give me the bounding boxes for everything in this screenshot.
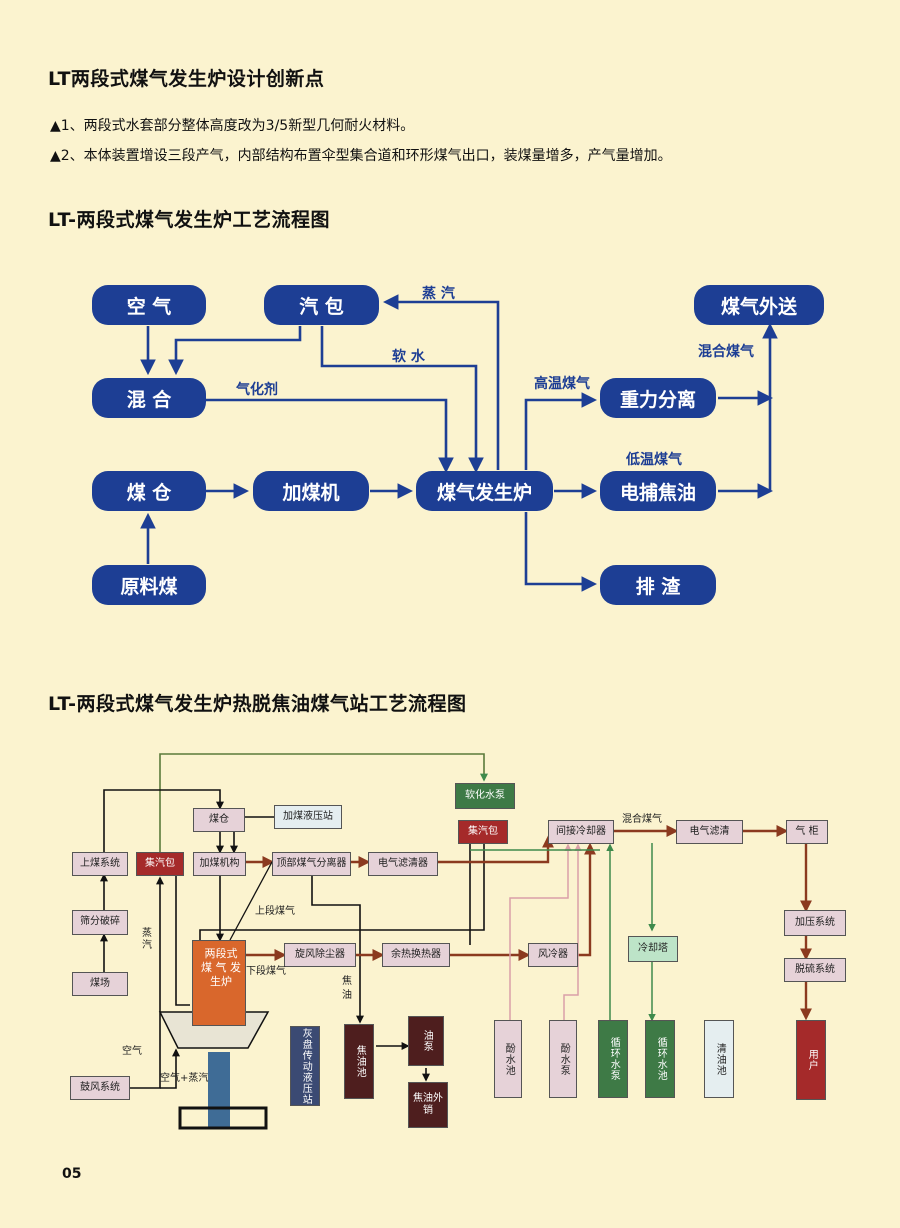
label-lower-gas: 下段煤气 <box>246 966 286 977</box>
node-steam-drum: 汽 包 <box>264 285 379 325</box>
arrow-agent <box>206 398 454 474</box>
arrow-slag <box>524 512 598 592</box>
arrow-softwater <box>320 326 484 474</box>
ash-shaft <box>208 1052 230 1128</box>
line-phenol-pool <box>509 843 572 1020</box>
box-air-cooler: 风冷器 <box>528 943 578 967</box>
section2-title: LT-两段式煤气发生炉工艺流程图 <box>48 209 331 231</box>
box-circ-pool: 循环水池 <box>645 1020 675 1098</box>
line-aircool-indirect <box>578 842 596 957</box>
box-esp2: 电气滤清器 <box>368 852 438 876</box>
node-mix: 混 合 <box>92 378 206 418</box>
box-screen: 筛分破碎 <box>72 910 128 935</box>
box-phenol-pool: 酚水池 <box>494 1020 522 1098</box>
box-top-separator: 顶部煤气分离器 <box>272 852 351 876</box>
section1-title: LT两段式煤气发生炉设计创新点 <box>48 68 325 90</box>
line-coal-sys-bin <box>103 789 224 852</box>
node-gravity: 重力分离 <box>600 378 716 418</box>
node-raw-coal: 原料煤 <box>92 565 206 605</box>
node-esp: 电捕焦油 <box>600 471 716 511</box>
box-feeder: 加煤机构 <box>193 852 246 876</box>
box-esp: 电气滤清 <box>676 820 743 844</box>
label-steam: 蒸 汽 <box>142 928 152 951</box>
box-pressurize: 加压系统 <box>784 910 846 936</box>
line-steam-drum-gasifier <box>175 875 190 1006</box>
section3-title: LT-两段式煤气发生炉热脱焦油煤气站工艺流程图 <box>48 693 467 715</box>
box-indirect-cooler: 间接冷却器 <box>548 820 614 844</box>
page-number: 05 <box>62 1166 82 1182</box>
label-upper-gas: 上段煤气 <box>255 906 295 917</box>
box-desulfurize: 脱硫系统 <box>784 958 846 982</box>
label-low-temp: 低温煤气 <box>626 452 682 468</box>
label-soft-water: 软 水 <box>392 349 425 365</box>
node-gasifier: 煤气发生炉 <box>416 471 553 511</box>
line-air-steam <box>160 1048 180 1089</box>
box-phenol-pump: 酚水泵 <box>549 1020 577 1098</box>
box-blower: 鼓风系统 <box>70 1076 130 1100</box>
node-air: 空 气 <box>92 285 206 325</box>
diag-upper <box>229 861 273 941</box>
box-clean-oil-pool: 清油池 <box>704 1020 734 1098</box>
label-mixed-gas: 混合煤气 <box>622 814 662 825</box>
box-ash-hydraulic: 灰盘传动液压站 <box>290 1026 320 1106</box>
innovation-1: ▲1、两段式水套部分整体高度改为3/5新型几何耐火材料。 <box>50 118 415 134</box>
label-mixed: 混合煤气 <box>698 344 754 360</box>
line-drum-r-gasifier <box>199 838 485 940</box>
box-tar-pool: 焦油池 <box>344 1024 374 1099</box>
node-gas-export: 煤气外送 <box>694 285 824 325</box>
label-agent: 气化剂 <box>236 382 278 398</box>
box-bin: 煤仓 <box>193 808 245 832</box>
box-coal-system: 上煤系统 <box>72 852 128 876</box>
box-cyclone: 旋风除尘器 <box>284 943 356 967</box>
ash-base <box>178 1106 268 1130</box>
label-tar: 焦 油 <box>342 976 352 1001</box>
node-bin: 煤 仓 <box>92 471 206 511</box>
box-drum-right: 集汽包 <box>458 820 508 844</box>
arrow-high-temp <box>524 392 598 470</box>
box-heat-exchanger: 余热换热器 <box>382 943 450 967</box>
line-esp2-indirect <box>438 835 554 864</box>
box-user: 用户 <box>796 1020 826 1100</box>
box-cooling-tower: 冷却塔 <box>628 936 678 962</box>
line-top-sep-tar <box>311 875 364 1024</box>
box-drum-left: 集汽包 <box>136 852 184 876</box>
innovation-2: ▲2、本体装置增设三段产气，内部结构布置伞型集合道和环形煤气出口，装煤量增多，产… <box>50 148 672 164</box>
arrow-steam-drum <box>382 294 500 470</box>
box-circ-pump: 循环水泵 <box>598 1020 628 1098</box>
line-soft-pump-top <box>159 753 488 852</box>
box-oil-pump: 油泵 <box>408 1016 444 1066</box>
box-holder: 气 柜 <box>786 820 828 844</box>
box-tar-export: 焦油外销 <box>408 1082 448 1128</box>
label-high-temp: 高温煤气 <box>534 376 590 392</box>
box-gasifier: 两段式 煤 气 发 生炉 <box>192 940 246 1026</box>
node-feeder: 加煤机 <box>253 471 369 511</box>
box-coal-yard: 煤场 <box>72 972 128 996</box>
box-softener: 软化水泵 <box>455 783 515 809</box>
label-steam: 蒸 汽 <box>422 286 455 302</box>
label-air-steam: 空气+蒸汽 <box>160 1073 209 1084</box>
label-air: 空气 <box>122 1046 142 1057</box>
box-hydraulic: 加煤液压站 <box>274 805 342 829</box>
line-phenol-pump <box>563 843 582 1020</box>
node-slag: 排 渣 <box>600 565 716 605</box>
arrow-drum-mix <box>168 326 302 376</box>
